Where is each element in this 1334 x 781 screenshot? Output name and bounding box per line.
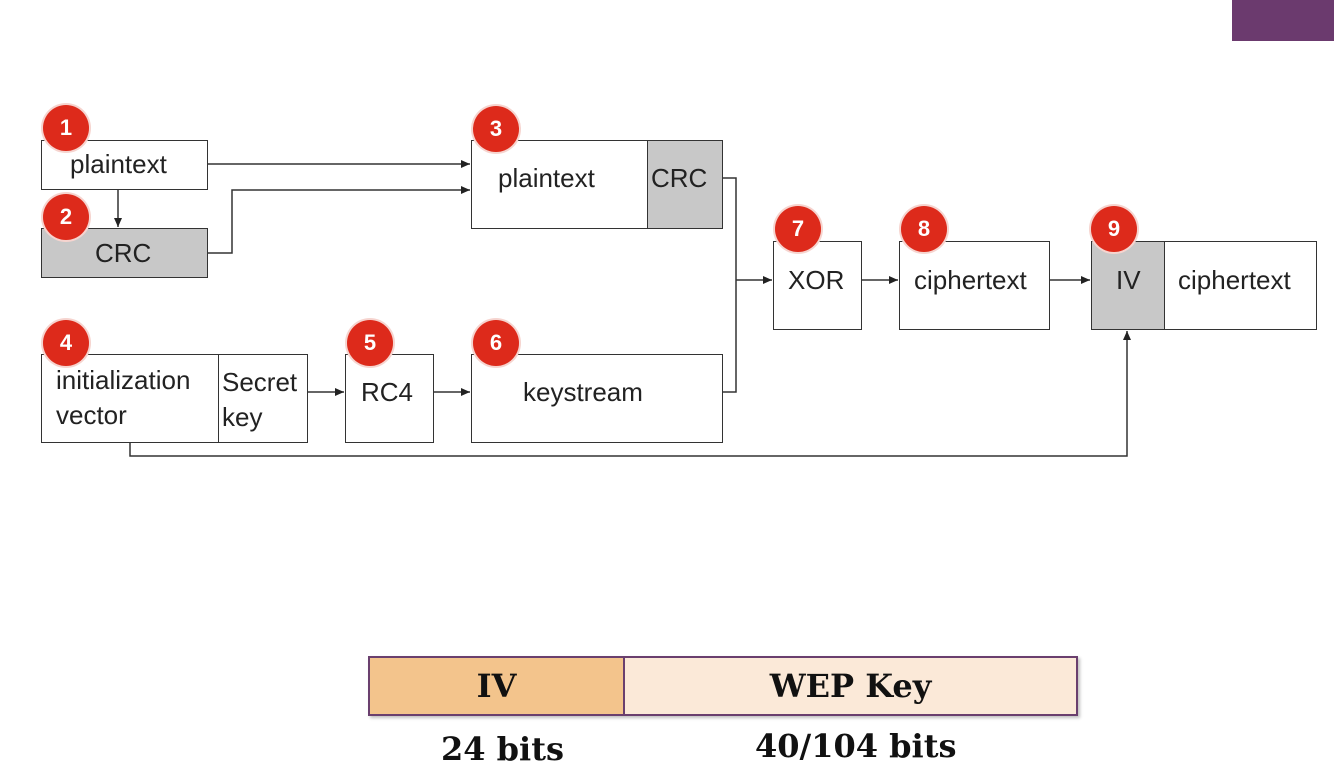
step-badge-9: 9 — [1091, 206, 1137, 252]
key-iv-cell: IV — [370, 658, 625, 714]
line-keystream-to-xor — [723, 280, 737, 393]
iv-label-line2: vector — [56, 400, 127, 430]
step-badge-8: 8 — [901, 206, 947, 252]
concat-crc-label: CRC — [651, 163, 708, 193]
plaintext-label: plaintext — [70, 149, 167, 179]
line-concat-to-xor — [723, 177, 737, 280]
ciphertext-box — [899, 241, 1050, 330]
arrow-crc-to-concat — [208, 186, 470, 254]
key-wep-cell: WEP Key — [625, 658, 1076, 714]
step-badge-3: 3 — [473, 106, 519, 152]
step-badge-7: 7 — [775, 206, 821, 252]
step-badge-6: 6 — [473, 320, 519, 366]
step-badge-4: 4 — [43, 320, 89, 366]
corner-accent-bar — [1232, 0, 1334, 41]
key-structure-table: IV WEP Key — [368, 656, 1078, 716]
concat-plaintext-label: plaintext — [498, 163, 595, 193]
crc-box — [41, 228, 208, 278]
arrow-iv-to-output — [129, 331, 1131, 457]
iv-size-label: 24 bits — [441, 730, 564, 768]
wep-size-label: 40/104 bits — [755, 727, 957, 765]
iv-label-line1: initialization — [56, 365, 191, 395]
step-badge-5: 5 — [347, 320, 393, 366]
secret-key-cell — [218, 354, 308, 443]
concat-crc-cell — [647, 140, 723, 229]
xor-label: XOR — [788, 265, 845, 295]
output-ciphertext-label: ciphertext — [1178, 265, 1291, 295]
secret-key-line2: key — [222, 402, 263, 432]
secret-key-line1: Secret — [222, 367, 298, 397]
crc-label: CRC — [95, 238, 152, 268]
keystream-box — [471, 354, 723, 443]
ciphertext-label: ciphertext — [914, 265, 1027, 295]
rc4-label: RC4 — [361, 377, 414, 407]
rc4-box — [345, 354, 434, 443]
step-badge-1: 1 — [43, 105, 89, 151]
plaintext-box — [41, 140, 208, 190]
xor-box — [773, 241, 862, 330]
keystream-label: keystream — [523, 377, 643, 407]
step-badge-2: 2 — [43, 194, 89, 240]
output-iv-label: IV — [1116, 265, 1141, 295]
